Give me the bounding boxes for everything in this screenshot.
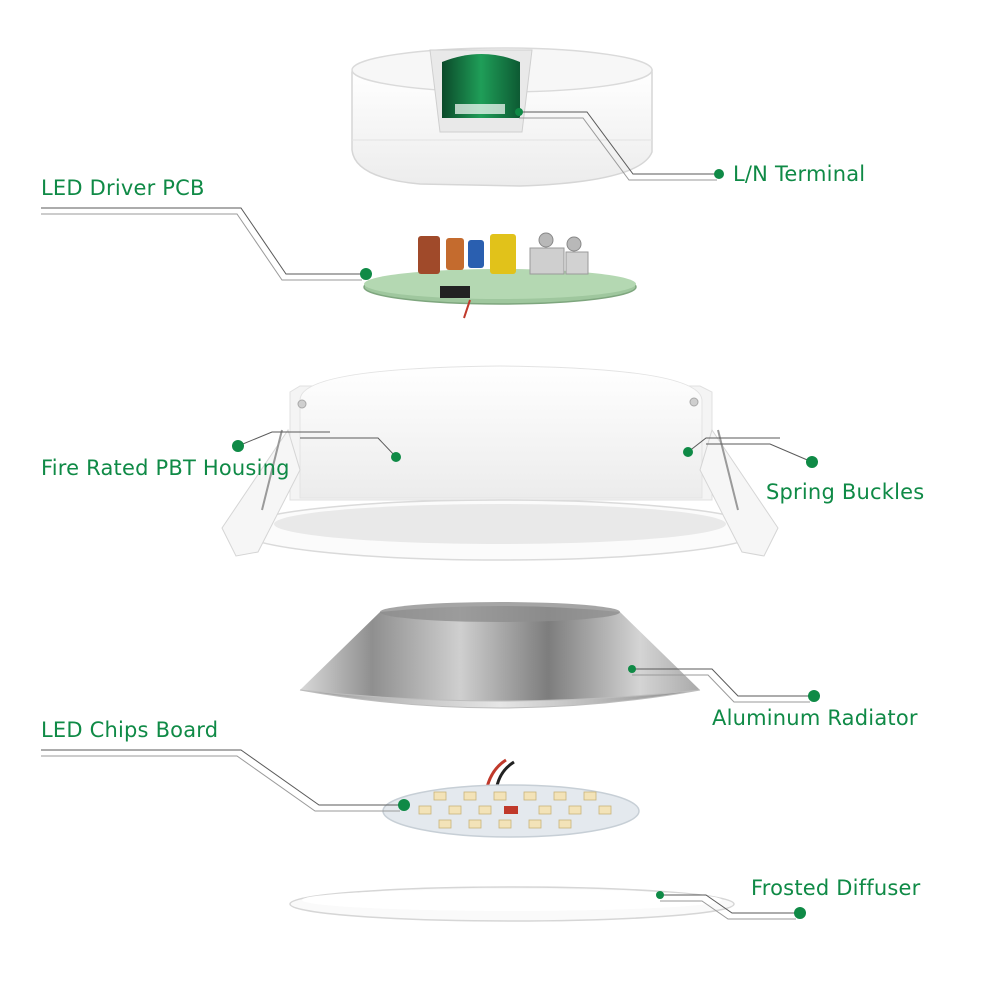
- label-ln-terminal: L/N Terminal: [733, 162, 866, 186]
- marker-driver-pcb: [360, 268, 372, 280]
- marker-aluminum-radiator: [808, 690, 820, 702]
- leader-spring-a: [687, 437, 780, 453]
- ln-terminal-block: [442, 54, 520, 118]
- marker-housing-a: [232, 440, 244, 452]
- leader-ln-terminal: [519, 111, 719, 175]
- leader-ln-terminal-shadow: [519, 117, 717, 181]
- terminal-cap: [351, 47, 653, 187]
- leader-radiator-shadow: [632, 674, 810, 703]
- label-aluminum-radiator: Aluminum Radiator: [712, 706, 918, 730]
- leader-lines: [41, 111, 813, 920]
- led-chip: [418, 805, 432, 815]
- label-spring-buckles: Spring Buckles: [766, 480, 925, 504]
- marker-frosted-diffuser: [794, 907, 806, 919]
- driver-pcb: [363, 232, 637, 319]
- frosted-diffuser: [289, 886, 735, 922]
- label-frosted-diffuser: Frosted Diffuser: [751, 876, 921, 900]
- leader-driver-pcb: [41, 207, 366, 275]
- spring-clip-left: [221, 428, 301, 557]
- led-chip: [528, 819, 542, 829]
- marker-led-chips: [398, 799, 410, 811]
- spring-clip-right: [699, 428, 779, 557]
- leader-diffuser-shadow: [660, 900, 796, 920]
- marker-housing-b: [391, 452, 401, 462]
- led-chip: [523, 791, 537, 801]
- marker-ln-terminal-origin: [515, 108, 523, 116]
- led-chip: [448, 805, 462, 815]
- leader-led-chips-shadow: [41, 755, 400, 812]
- led-chip: [433, 791, 447, 801]
- led-chip: [568, 805, 582, 815]
- led-chip-array: [418, 791, 612, 829]
- leader-housing-b: [300, 437, 397, 458]
- leader-radiator: [632, 668, 812, 697]
- led-chip: [583, 791, 597, 801]
- led-chips-board: [382, 758, 640, 838]
- aluminum-radiator: [299, 602, 701, 709]
- led-chip: [478, 805, 492, 815]
- leader-diffuser: [660, 894, 798, 914]
- leader-led-chips: [41, 749, 404, 806]
- marker-ln-terminal: [714, 169, 724, 179]
- housing: [221, 365, 779, 561]
- label-led-chips-board: LED Chips Board: [41, 718, 219, 742]
- led-chip: [493, 791, 507, 801]
- label-led-driver-pcb: LED Driver PCB: [41, 176, 205, 200]
- marker-radiator-origin: [628, 665, 636, 673]
- leader-spring-b: [706, 443, 813, 463]
- led-chip: [463, 791, 477, 801]
- led-chip: [598, 805, 612, 815]
- marker-spring-buckles: [806, 456, 818, 468]
- markers: [232, 108, 820, 919]
- marker-diffuser-origin: [656, 891, 664, 899]
- led-chip: [538, 805, 552, 815]
- led-chip: [468, 819, 482, 829]
- led-chip: [438, 819, 452, 829]
- label-housing: Fire Rated PBT Housing: [41, 456, 290, 480]
- led-chip: [558, 819, 572, 829]
- led-chip: [553, 791, 567, 801]
- leader-housing-a: [237, 431, 330, 447]
- leader-driver-pcb-shadow: [41, 213, 362, 281]
- led-chip: [498, 819, 512, 829]
- marker-spring-origin: [683, 447, 693, 457]
